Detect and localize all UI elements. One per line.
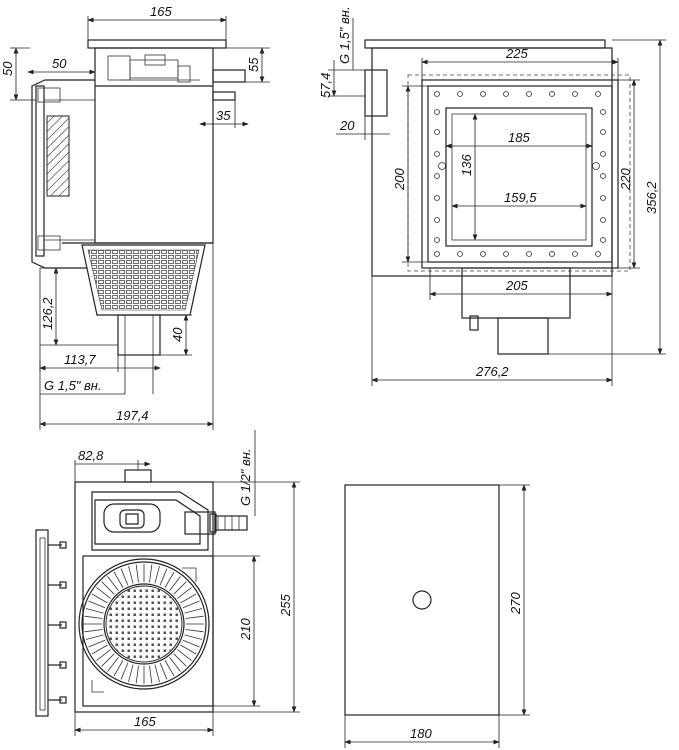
basket-rib: [85, 608, 104, 614]
top-skimmer-compartment: [91, 491, 209, 551]
basket-rib: [128, 565, 134, 584]
front-thread-label: G 1,5" вн.: [337, 6, 352, 64]
basket-rib: [149, 564, 153, 583]
basket-rib: [177, 587, 192, 599]
basket-rib: [113, 660, 124, 677]
side-drain-pipe: [117, 314, 161, 356]
basket-rib: [84, 615, 103, 619]
basket-rib: [159, 568, 168, 586]
front-opening: [445, 107, 593, 247]
front-nozzle-left: [364, 69, 388, 117]
top-view: 82,8 G 1/2" вн. 210 255 165: [35, 430, 300, 736]
basket-rib: [120, 568, 129, 586]
dim-20: 20: [339, 118, 355, 133]
dim-159-5: 159,5: [504, 190, 537, 205]
dim-165-bottom: 165: [134, 714, 156, 729]
basket-rib: [101, 653, 115, 667]
dim-205: 205: [505, 278, 528, 293]
dim-180: 180: [410, 726, 432, 741]
side-hatched-insert: [46, 115, 70, 197]
dim-50-horizontal: 50: [52, 56, 67, 71]
dim-40: 40: [170, 327, 185, 342]
basket-rib: [88, 639, 106, 648]
dim-210: 210: [238, 618, 253, 641]
basket-rib: [173, 653, 187, 667]
front-view: G 1,5" вн. 57,4 20 225 185 136 159,5 200: [318, 6, 666, 386]
basket-rib: [107, 576, 119, 591]
top-basket-ribs: [84, 564, 204, 684]
basket-rib: [169, 576, 181, 591]
basket-rib: [154, 664, 160, 683]
basket-rib: [180, 644, 197, 655]
basket-rib: [135, 665, 139, 684]
basket-rib: [120, 662, 129, 680]
basket-rib: [180, 593, 197, 604]
dim-270: 270: [508, 592, 523, 615]
dim-50-vertical: 50: [0, 61, 15, 76]
basket-rib: [101, 581, 115, 595]
lid-hole: [412, 590, 432, 610]
basket-rib: [113, 571, 124, 588]
side-body: [94, 47, 214, 244]
dim-165-top: 165: [150, 4, 172, 19]
basket-rib: [96, 649, 111, 661]
side-top-flange: [87, 39, 227, 49]
lid-view: 270 180: [344, 484, 530, 748]
basket-rib: [173, 581, 187, 595]
basket-rib: [164, 571, 175, 588]
basket-rib: [182, 639, 200, 648]
dim-35: 35: [216, 108, 231, 123]
front-top-plate: [364, 39, 606, 49]
basket-rib: [128, 664, 134, 683]
basket-rib: [184, 634, 203, 640]
basket-rib: [184, 608, 203, 614]
front-screws: [434, 91, 606, 257]
dim-113-7: 113,7: [64, 352, 96, 367]
side-nozzle-right: [212, 69, 246, 83]
basket-rib: [91, 644, 108, 655]
top-basket-outer: [78, 558, 210, 690]
top-basket-mesh: [105, 585, 183, 663]
dim-185: 185: [508, 130, 530, 145]
basket-rib: [88, 600, 106, 609]
basket-rib: [91, 593, 108, 604]
basket-rib: [182, 600, 200, 609]
dim-55: 55: [246, 57, 261, 72]
dim-356-2: 356,2: [644, 181, 659, 214]
dim-57-4: 57,4: [318, 73, 333, 98]
basket-rib: [159, 662, 168, 680]
basket-rib: [185, 629, 204, 633]
top-thread-label: G 1/2" вн.: [238, 448, 253, 506]
side-view: 165 50 50 55 35 126,2 40 113,7: [0, 4, 270, 430]
basket-rib: [84, 629, 103, 633]
basket-rib: [96, 587, 111, 599]
dim-255: 255: [278, 594, 293, 617]
basket-rib: [149, 665, 153, 684]
basket-rib: [177, 649, 192, 661]
lid-plate: [344, 484, 500, 716]
basket-rib: [185, 615, 204, 619]
side-thread-label: G 1,5" вн.: [44, 378, 102, 393]
dim-82-8: 82,8: [78, 448, 104, 463]
basket-rib: [169, 657, 181, 672]
dim-200: 200: [392, 168, 407, 191]
top-left-flange: [35, 529, 49, 717]
front-drain-pipe: [497, 317, 549, 355]
dim-276-2: 276,2: [475, 364, 509, 379]
dim-126-2: 126,2: [40, 297, 55, 330]
dim-197-4: 197,4: [116, 408, 149, 423]
basket-rib: [107, 657, 119, 672]
basket-rib: [164, 660, 175, 677]
basket-rib: [154, 565, 160, 584]
dim-220: 220: [618, 168, 633, 191]
basket-rib: [135, 564, 139, 583]
basket-rib: [85, 634, 104, 640]
dim-136: 136: [459, 154, 474, 176]
dim-225: 225: [505, 46, 528, 61]
